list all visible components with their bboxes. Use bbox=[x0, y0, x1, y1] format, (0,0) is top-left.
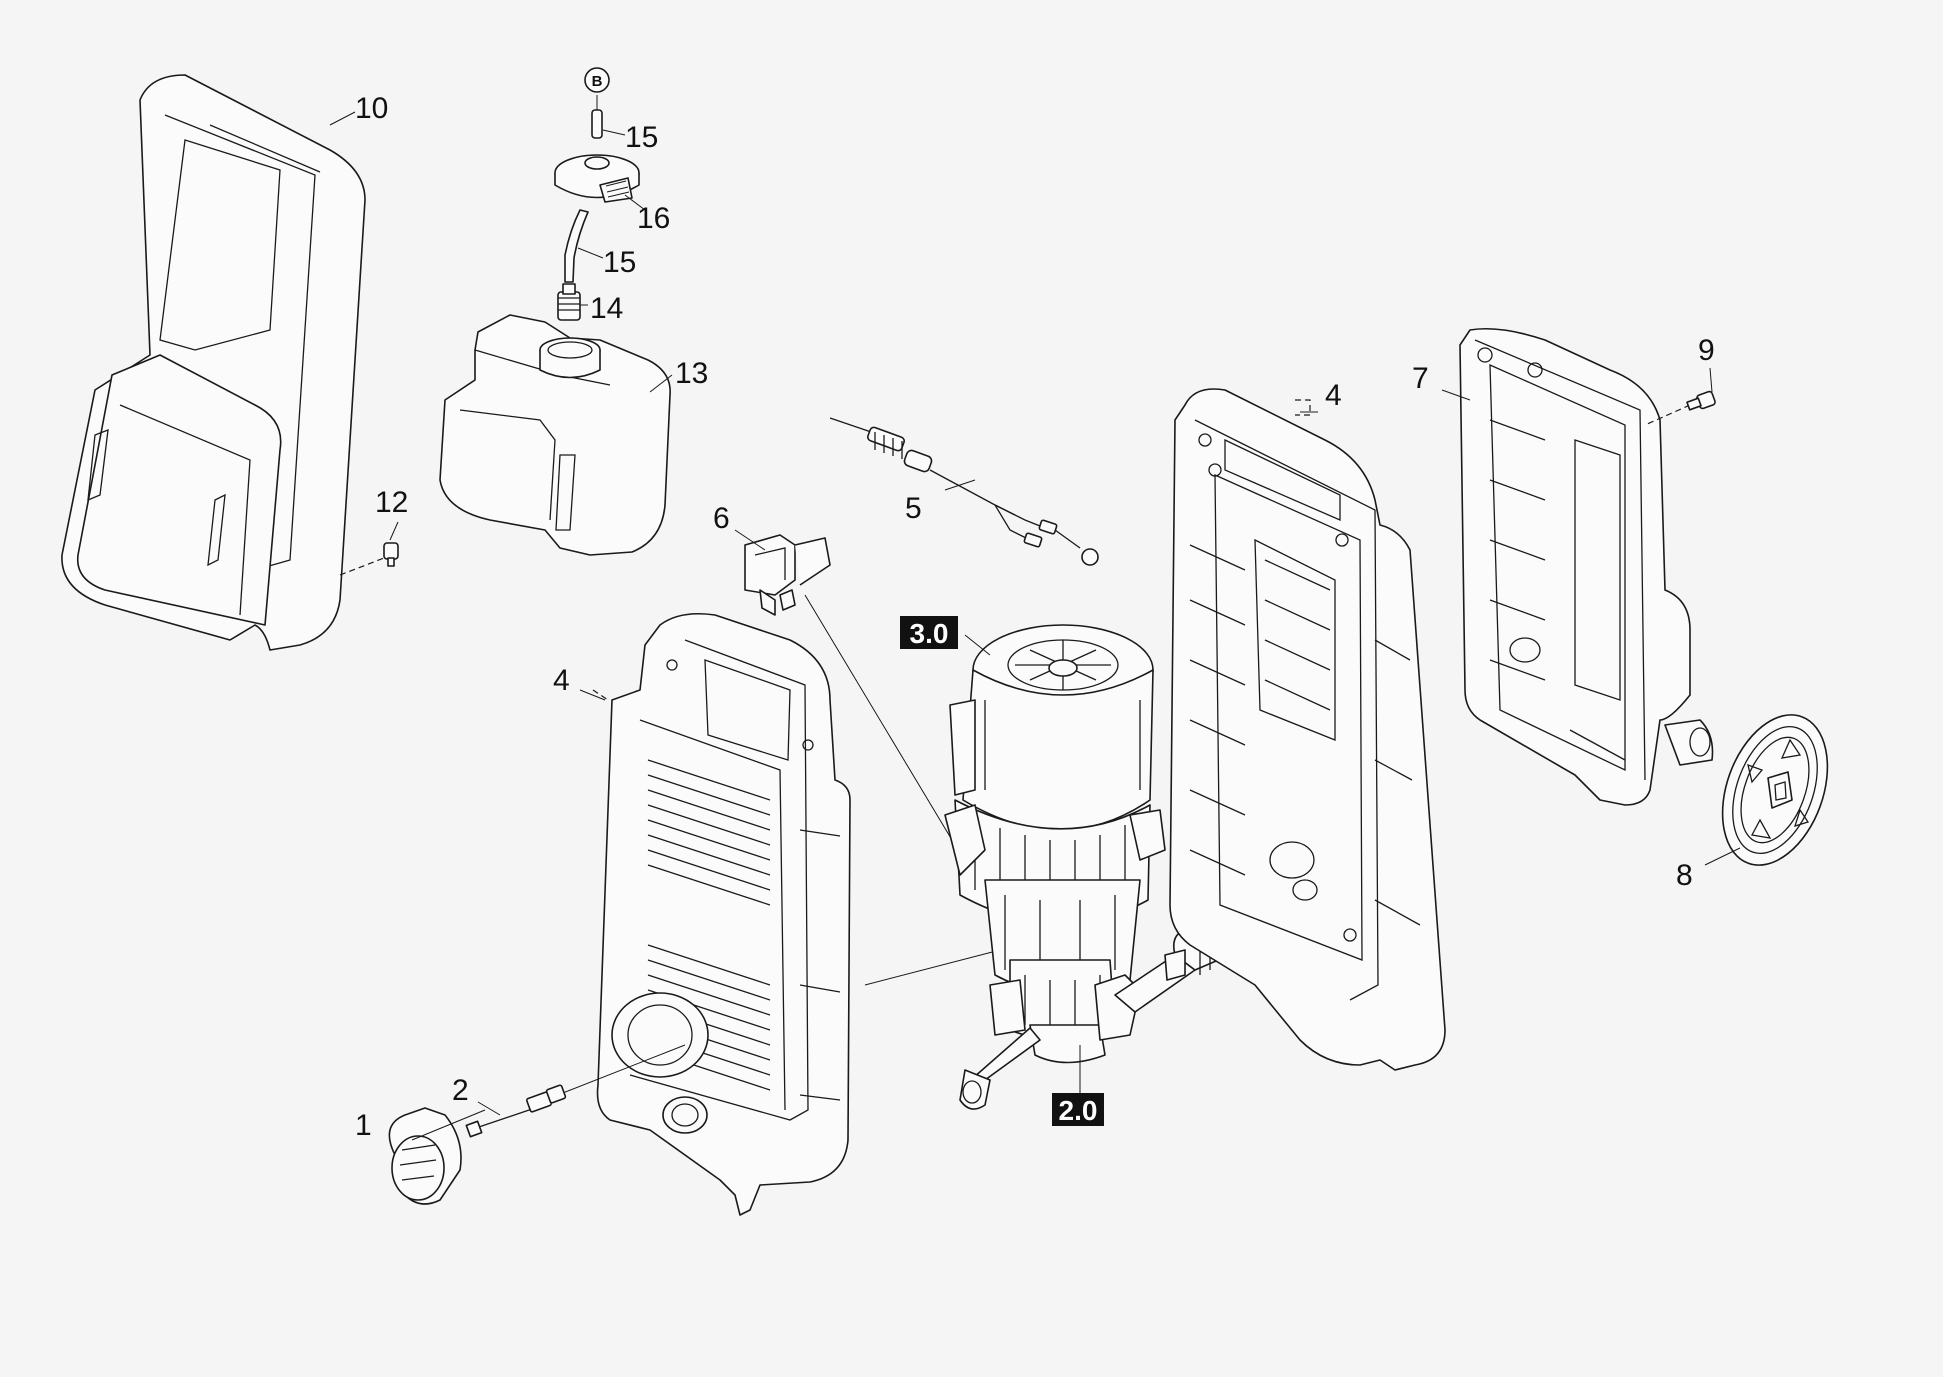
leader-lines bbox=[329, 111, 1741, 1141]
callout-6: 6 bbox=[713, 502, 730, 535]
callout-5: 5 bbox=[905, 492, 922, 525]
callout-8: 8 bbox=[1676, 859, 1693, 892]
callout-7: 7 bbox=[1412, 362, 1429, 395]
callout-labels: 10 12 13 14 15 15 16 5 6 4 4 7 9 8 1 2 bbox=[355, 92, 1715, 1142]
part-2-connector bbox=[465, 1084, 567, 1138]
badge-3-0: 3.0 bbox=[900, 616, 958, 649]
callout-14: 14 bbox=[590, 292, 623, 325]
callout-12: 12 bbox=[375, 486, 408, 519]
part-rear-housing bbox=[1169, 388, 1446, 1071]
callout-4-rear: 4 bbox=[1325, 379, 1342, 412]
callout-16: 16 bbox=[637, 202, 670, 235]
callout-15-top: 15 bbox=[625, 121, 658, 154]
part-front-housing bbox=[544, 612, 1001, 1216]
part-7-back-cover bbox=[1459, 327, 1714, 806]
callout-9: 9 bbox=[1698, 334, 1715, 367]
part-1-knob bbox=[388, 1107, 462, 1205]
callout-1: 1 bbox=[355, 1109, 372, 1142]
part-9-screw bbox=[1686, 390, 1716, 411]
badge-2-0: 2.0 bbox=[1052, 1093, 1104, 1126]
callout-2: 2 bbox=[452, 1074, 469, 1107]
part-14-valve bbox=[557, 283, 581, 321]
callout-13: 13 bbox=[675, 357, 708, 390]
callout-15-bottom: 15 bbox=[603, 246, 636, 279]
badge-2-0-label: 2.0 bbox=[1059, 1095, 1098, 1126]
callout-10: 10 bbox=[355, 92, 388, 125]
badge-3-0-label: 3.0 bbox=[910, 618, 949, 649]
part-10-handle-cover bbox=[61, 74, 366, 651]
part-12-screw bbox=[339, 542, 399, 576]
cap-marker-label: B bbox=[592, 73, 603, 90]
callout-4-front: 4 bbox=[553, 664, 570, 697]
part-13-detergent-tank bbox=[439, 314, 671, 556]
part-5-power-cable bbox=[829, 417, 1099, 566]
part-6-switch bbox=[744, 534, 971, 871]
part-8-wheel bbox=[1721, 714, 1829, 866]
part-15-16-hose-and-cap: B bbox=[554, 67, 640, 283]
